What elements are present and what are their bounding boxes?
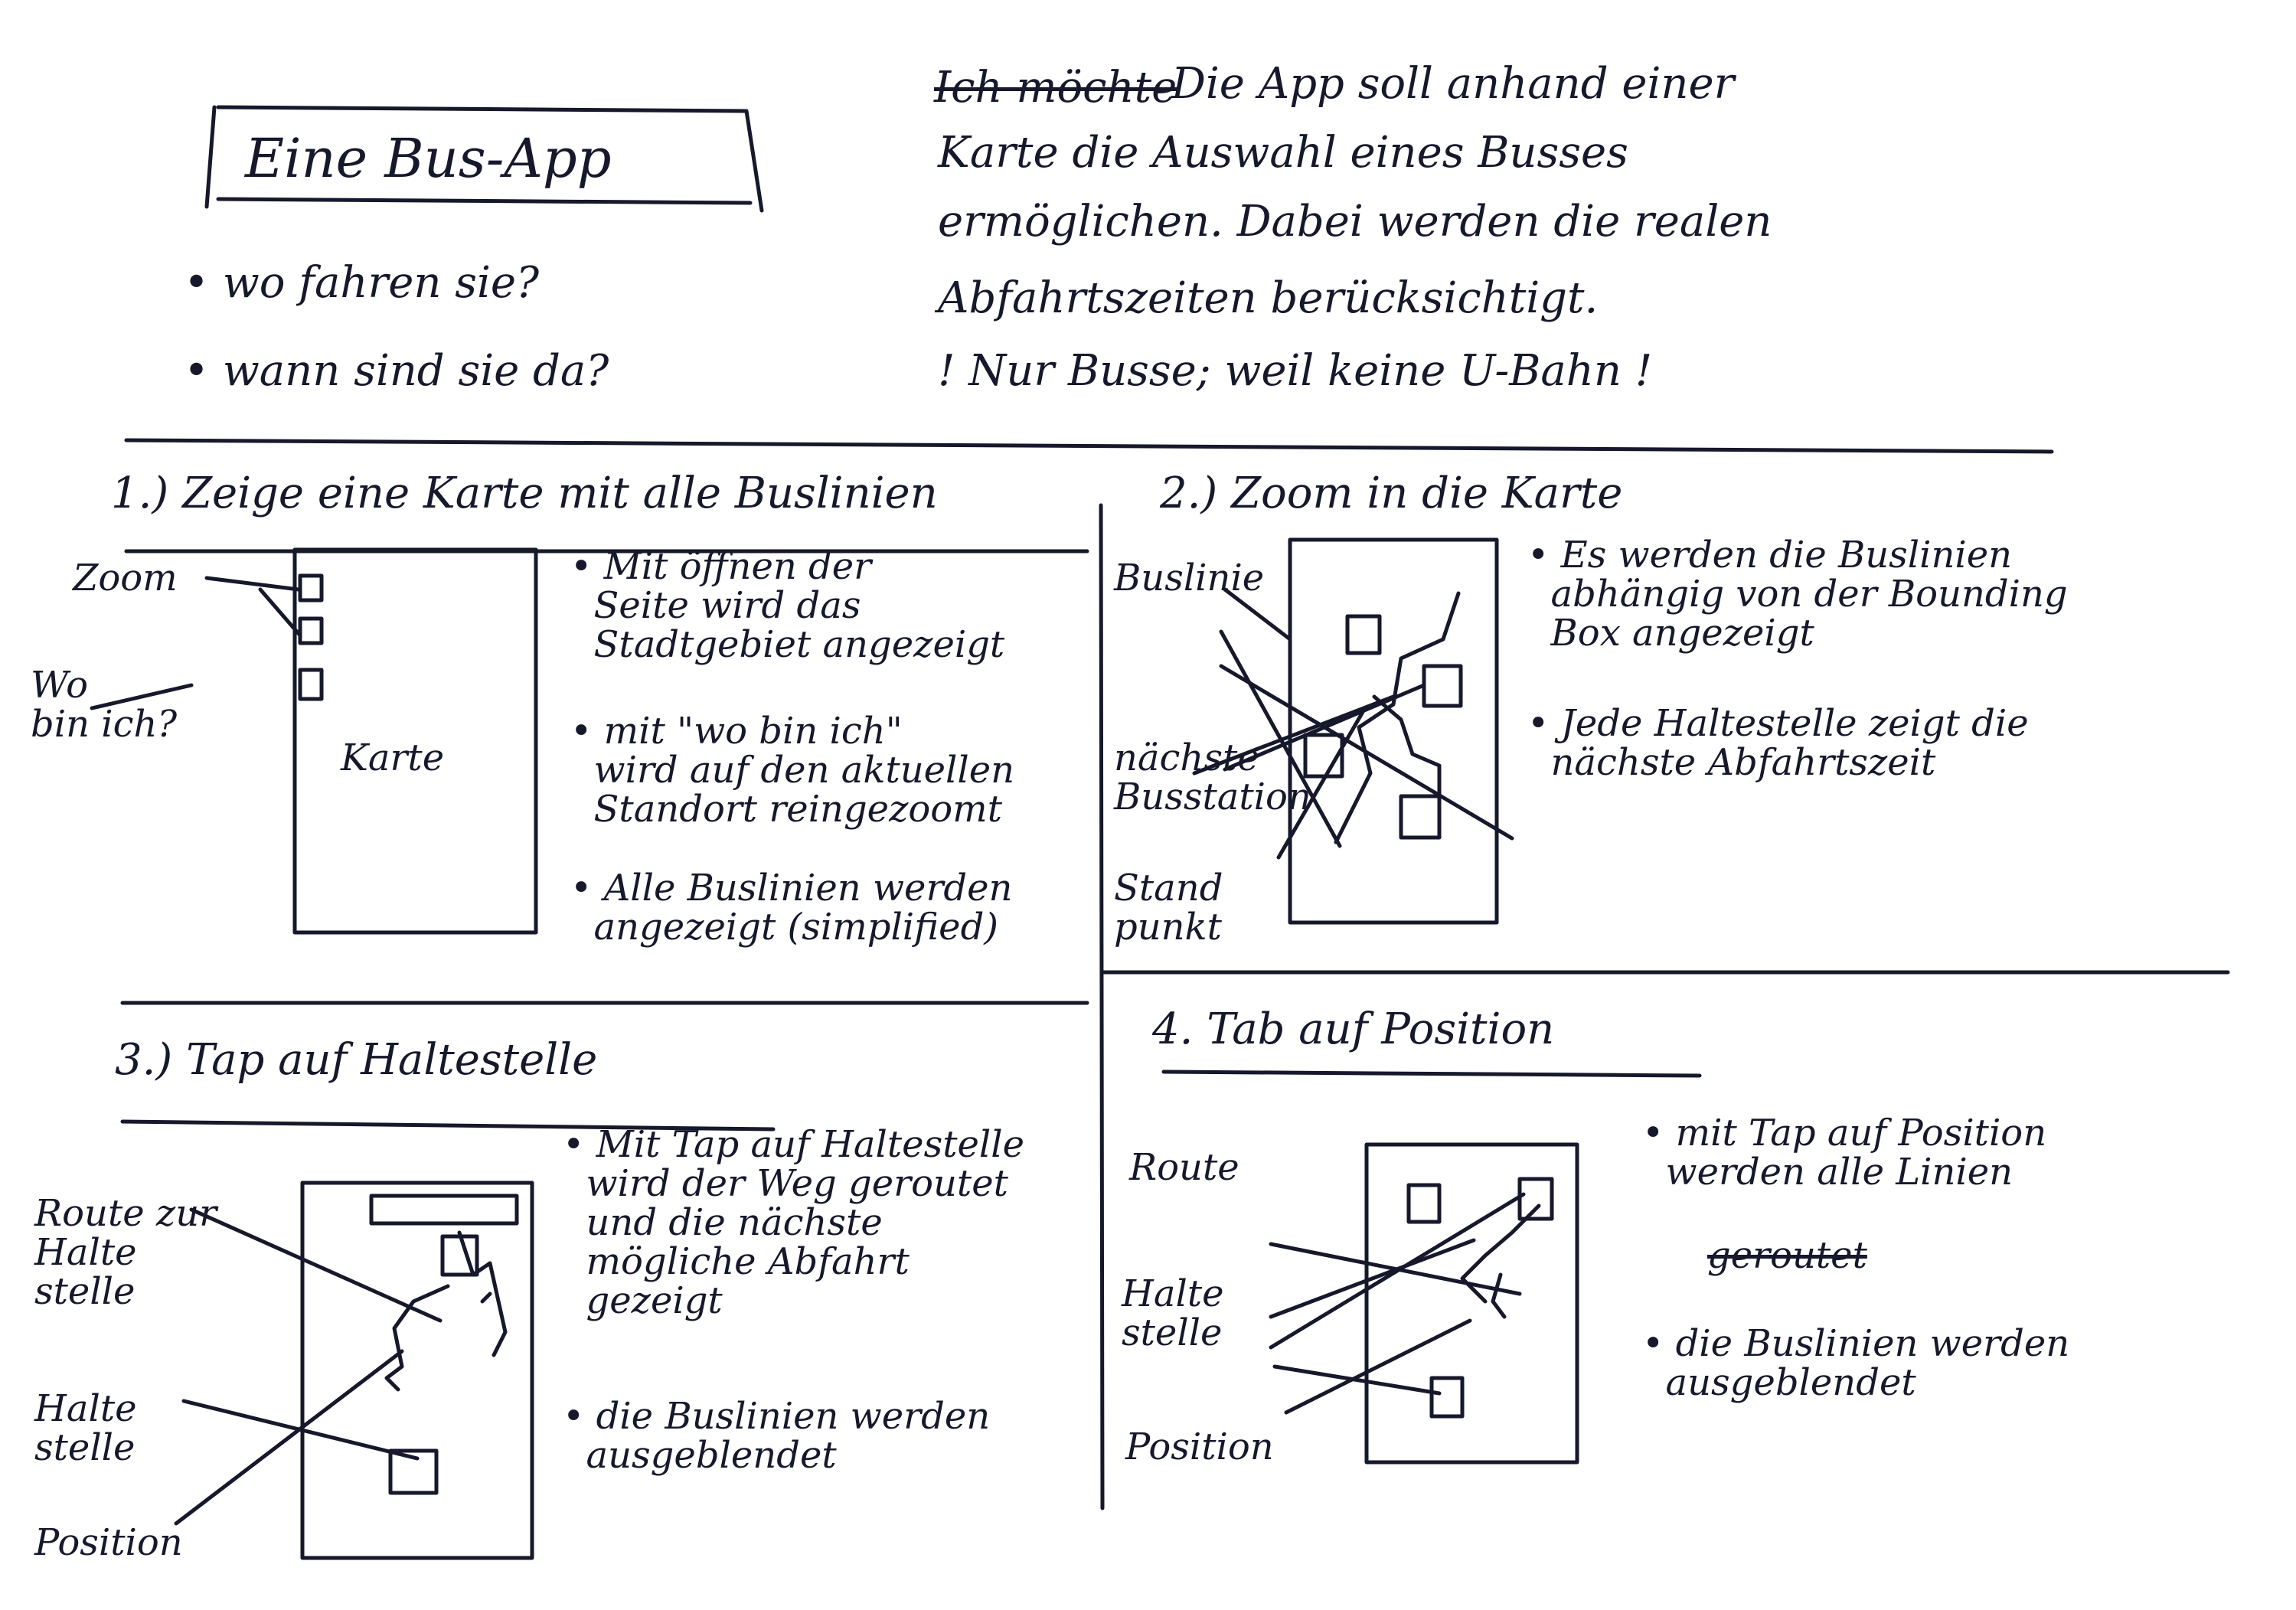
app-title: Eine Bus-App xyxy=(245,127,612,190)
step1-note-2: • mit "wo bin ich" wird auf den aktuelle… xyxy=(570,710,1015,831)
step2-title: 2.) Zoom in die Karte xyxy=(1160,469,1623,518)
description-line-1: Die App soll anhand einer xyxy=(1171,59,1735,109)
locate-button xyxy=(298,668,324,701)
description-line-2: Karte die Auswahl eines Busses xyxy=(938,128,1628,178)
step3-phone-mockup xyxy=(174,1181,534,1560)
description-line-4: Abfahrtszeiten berücksichtigt. xyxy=(938,273,1599,323)
step1-note-1: • Mit öffnen der Seite wird das Stadtgeb… xyxy=(570,545,1005,666)
step4-note-1: • mit Tap auf Position werden alle Linie… xyxy=(1642,1112,2047,1194)
step1-label-where-am-i: Wo bin ich? xyxy=(31,664,178,746)
zoom-out-button xyxy=(298,616,324,645)
zoom-in-button xyxy=(298,573,324,603)
step3-note-1: • Mit Tap auf Haltestelle wird der Weg g… xyxy=(563,1123,1025,1322)
phone-frame xyxy=(292,547,538,935)
step2-label-next-stop: nächste Busstation xyxy=(1114,736,1311,818)
step4-underline xyxy=(1161,1070,1702,1078)
step1-map-label: Karte xyxy=(341,736,445,779)
description-struck-prefix: Ich möchte xyxy=(934,63,1177,113)
separator-top xyxy=(124,438,2054,454)
step2-label-location: Stand punkt xyxy=(1114,867,1223,949)
step3-underline xyxy=(120,1119,776,1132)
step4-label-position: Position xyxy=(1125,1425,1274,1468)
description-line-3: ermöglichen. Dabei werden die realen xyxy=(938,197,1772,247)
step3-label-route: Route zur Halte stelle xyxy=(34,1192,217,1313)
description-line-5: ! Nur Busse; weil keine U-Bahn ! xyxy=(938,346,1653,396)
step4-note-2: • die Buslinien werden ausgeblendet xyxy=(1642,1322,2070,1404)
map-frame xyxy=(1364,1142,1579,1465)
title-frame xyxy=(204,105,764,213)
step3-note-2: • die Buslinien werden ausgeblendet xyxy=(563,1395,991,1477)
question-when: • wann sind sie da? xyxy=(184,346,609,396)
search-bar xyxy=(369,1194,519,1226)
phone-frame xyxy=(300,1181,534,1560)
step1-phone-mockup xyxy=(90,547,538,935)
step4-struck-word: geroutet xyxy=(1707,1234,1867,1277)
question-where: • wo fahren sie? xyxy=(184,258,540,308)
step4-label-route: Route xyxy=(1129,1146,1239,1189)
step2-note-1: • Es werden die Buslinien abhängig von d… xyxy=(1527,534,2068,655)
step4-label-stop: Halte stelle xyxy=(1122,1272,1224,1354)
step3-label-position: Position xyxy=(34,1521,183,1564)
step1-label-zoom: Zoom xyxy=(73,557,178,599)
step1-title: 1.) Zeige eine Karte mit alle Buslinien xyxy=(111,469,938,518)
map-frame xyxy=(1288,537,1499,925)
step2-note-2: • Jede Haltestelle zeigt die nächste Abf… xyxy=(1527,702,2029,784)
step2-label-busline: Buslinie xyxy=(1114,557,1265,599)
step3-title: 3.) Tap auf Haltestelle xyxy=(115,1035,598,1085)
step3-label-stop: Halte stelle xyxy=(34,1387,137,1469)
separator-vertical xyxy=(1099,503,1105,1510)
step2-map-mockup xyxy=(1192,537,1514,925)
step1-note-3: • Alle Buslinien werden angezeigt (simpl… xyxy=(570,867,1013,949)
step4-title: 4. Tab auf Position xyxy=(1152,1004,1555,1054)
step4-map-mockup xyxy=(1269,1142,1579,1465)
